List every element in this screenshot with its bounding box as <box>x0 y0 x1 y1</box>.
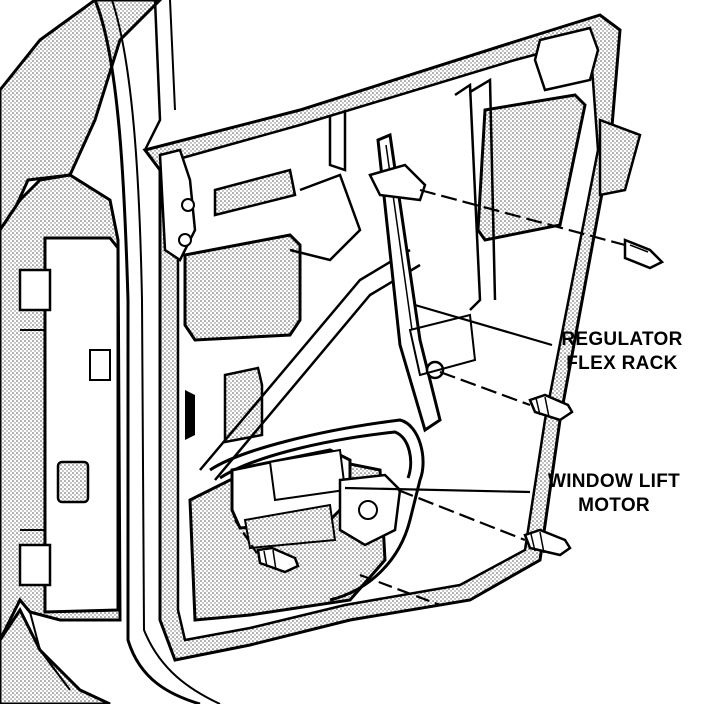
window-lift-motor-label: WINDOW LIFT MOTOR <box>530 470 698 518</box>
screw-lower-left <box>256 546 300 574</box>
screw-mid-right <box>528 393 574 422</box>
fasteners <box>256 238 665 574</box>
hinge-panel <box>18 236 120 614</box>
motor-label-line2: MOTOR <box>578 495 650 516</box>
screw-lower-right <box>523 528 572 557</box>
door-latch <box>158 148 197 440</box>
regulator-label-line1: REGULATOR <box>561 329 683 350</box>
regulator-flex-rack <box>368 132 477 433</box>
screw-upper-right <box>623 238 665 270</box>
regulator-flex-rack-label: REGULATOR FLEX RACK <box>552 328 692 376</box>
window-lift-motor <box>230 448 402 550</box>
cable-loop <box>209 418 425 602</box>
motor-label-line1: WINDOW LIFT <box>547 471 681 492</box>
regulator-label-line2: FLEX RACK <box>566 353 678 374</box>
door-frame <box>93 0 221 704</box>
leader-lines <box>234 188 626 607</box>
